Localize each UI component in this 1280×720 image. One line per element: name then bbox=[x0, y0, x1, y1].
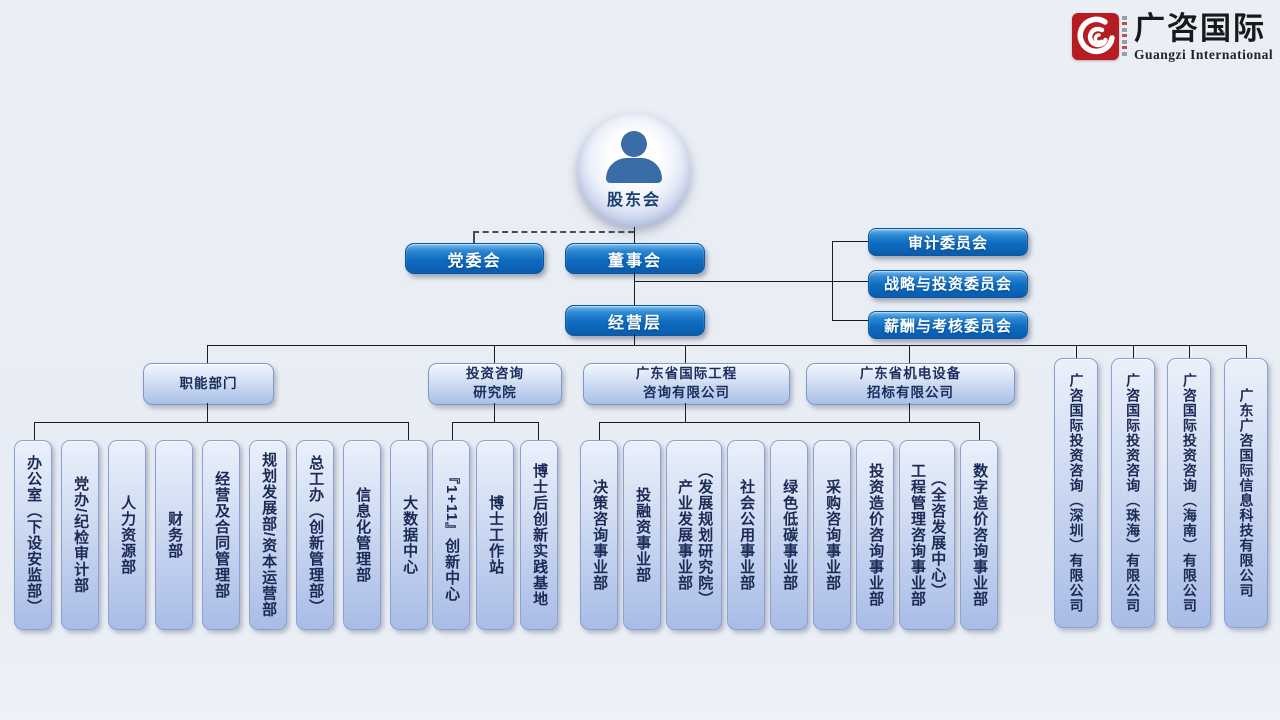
connector-line bbox=[832, 241, 868, 242]
connector-line bbox=[909, 345, 910, 363]
business-unit-box: 工程管理咨询事业部 （全咨发展中心） bbox=[899, 440, 955, 630]
research-institute-group: 『1+11』创新中心博士工作站博士后创新实践基地 bbox=[432, 440, 558, 630]
management-node: 经营层 bbox=[565, 305, 705, 336]
connector-line bbox=[452, 422, 453, 440]
connector-line bbox=[408, 422, 409, 440]
department-box: 规划发展部/资本运营部 bbox=[249, 440, 287, 630]
equipment-company-node: 广东省机电设备 招标有限公司 bbox=[806, 363, 1015, 405]
connector-line bbox=[1133, 345, 1134, 358]
logo-seal-text bbox=[1122, 16, 1127, 58]
department-box: 大数据中心 bbox=[390, 440, 428, 630]
research-unit-box: 博士工作站 bbox=[476, 440, 514, 630]
engineering-company-node: 广东省国际工程 咨询有限公司 bbox=[583, 363, 790, 405]
research-unit-box: 『1+11』创新中心 bbox=[432, 440, 470, 630]
connector-line bbox=[1076, 345, 1077, 358]
department-box: 办公室（下设安监部） bbox=[14, 440, 52, 630]
connector-line bbox=[979, 422, 980, 440]
party-committee-node: 党委会 bbox=[405, 243, 544, 274]
connector-dashed-line bbox=[473, 231, 475, 243]
department-box: 总工办（创新管理部） bbox=[296, 440, 334, 630]
business-unit-box: 采购咨询事业部 bbox=[813, 440, 851, 630]
connector-line bbox=[685, 403, 686, 422]
business-unit-box: 社会公用事业部 bbox=[727, 440, 765, 630]
business-unit-box: 绿色低碳事业部 bbox=[770, 440, 808, 630]
logo-subtitle: Guangzi International bbox=[1134, 46, 1274, 62]
subsidiary-box: 广咨国际投资咨询（深圳）有限公司 bbox=[1054, 358, 1098, 628]
connector-line bbox=[909, 403, 910, 422]
connector-line bbox=[599, 422, 600, 440]
connector-line bbox=[685, 345, 686, 363]
connector-dashed-line bbox=[473, 231, 634, 233]
committee-node: 薪酬与考核委员会 bbox=[868, 311, 1028, 339]
business-unit-box: 数字造价咨询事业部 bbox=[960, 440, 998, 630]
committee-node: 战略与投资委员会 bbox=[868, 269, 1028, 298]
functional-departments-group: 办公室（下设安监部）党办/纪检审计部人力资源部财务部经营及合同管理部规划发展部/… bbox=[14, 440, 428, 630]
connector-line bbox=[494, 403, 495, 422]
department-box: 人力资源部 bbox=[108, 440, 146, 630]
connector-line bbox=[832, 320, 868, 321]
company-logo: 广咨国际 Guangzi International bbox=[1072, 11, 1274, 63]
department-box: 财务部 bbox=[155, 440, 193, 630]
connector-line bbox=[832, 241, 833, 320]
connector-line bbox=[634, 334, 635, 345]
business-unit-box: 投资造价咨询事业部 bbox=[856, 440, 894, 630]
logo-title: 广咨国际 bbox=[1134, 11, 1266, 46]
connector-line bbox=[634, 281, 868, 282]
committee-node: 审计委员会 bbox=[868, 228, 1028, 256]
subsidiary-box: 广咨国际投资咨询（珠海）有限公司 bbox=[1110, 358, 1155, 628]
functional-departments-node: 职能部门 bbox=[143, 363, 274, 405]
business-unit-box: 产业发展事业部 （发展规划研究院） bbox=[666, 440, 722, 630]
subsidiaries-group: 广咨国际投资咨询（深圳）有限公司广咨国际投资咨询（珠海）有限公司广咨国际投资咨询… bbox=[1054, 358, 1268, 628]
connector-rail bbox=[599, 422, 979, 423]
shareholders-label: 股东会 bbox=[606, 192, 661, 209]
connector-line bbox=[634, 272, 635, 305]
business-unit-box: 决策咨询事业部 bbox=[580, 440, 618, 630]
department-box: 经营及合同管理部 bbox=[202, 440, 240, 630]
connector-rail bbox=[34, 422, 408, 423]
shareholders-node: 股东会 bbox=[577, 113, 691, 227]
business-units-group: 决策咨询事业部投融资事业部产业发展事业部 （发展规划研究院）社会公用事业部绿色低… bbox=[580, 440, 998, 630]
connector-line bbox=[207, 403, 208, 422]
research-institute-node: 投资咨询 研究院 bbox=[428, 363, 562, 405]
connector-line bbox=[207, 345, 208, 363]
connector-line bbox=[1246, 345, 1247, 358]
department-box: 信息化管理部 bbox=[343, 440, 381, 630]
person-icon bbox=[598, 131, 670, 183]
connector-line bbox=[634, 227, 635, 243]
connector-line bbox=[1189, 345, 1190, 358]
committees-group: 审计委员会战略与投资委员会薪酬与考核委员会 bbox=[868, 228, 1028, 339]
department-box: 党办/纪检审计部 bbox=[61, 440, 99, 630]
logo-swirl-icon bbox=[1072, 13, 1119, 60]
business-unit-box: 投融资事业部 bbox=[623, 440, 661, 630]
connector-line bbox=[538, 422, 539, 440]
subsidiary-box: 广咨国际投资咨询（海南）有限公司 bbox=[1167, 358, 1212, 628]
connector-rail bbox=[452, 422, 538, 423]
research-unit-box: 博士后创新实践基地 bbox=[520, 440, 558, 630]
connector-rail bbox=[207, 345, 1246, 346]
subsidiary-box: 广东广咨国际信息科技有限公司 bbox=[1223, 358, 1268, 628]
connector-line bbox=[34, 422, 35, 440]
board-node: 董事会 bbox=[565, 243, 705, 274]
connector-line bbox=[494, 345, 495, 363]
